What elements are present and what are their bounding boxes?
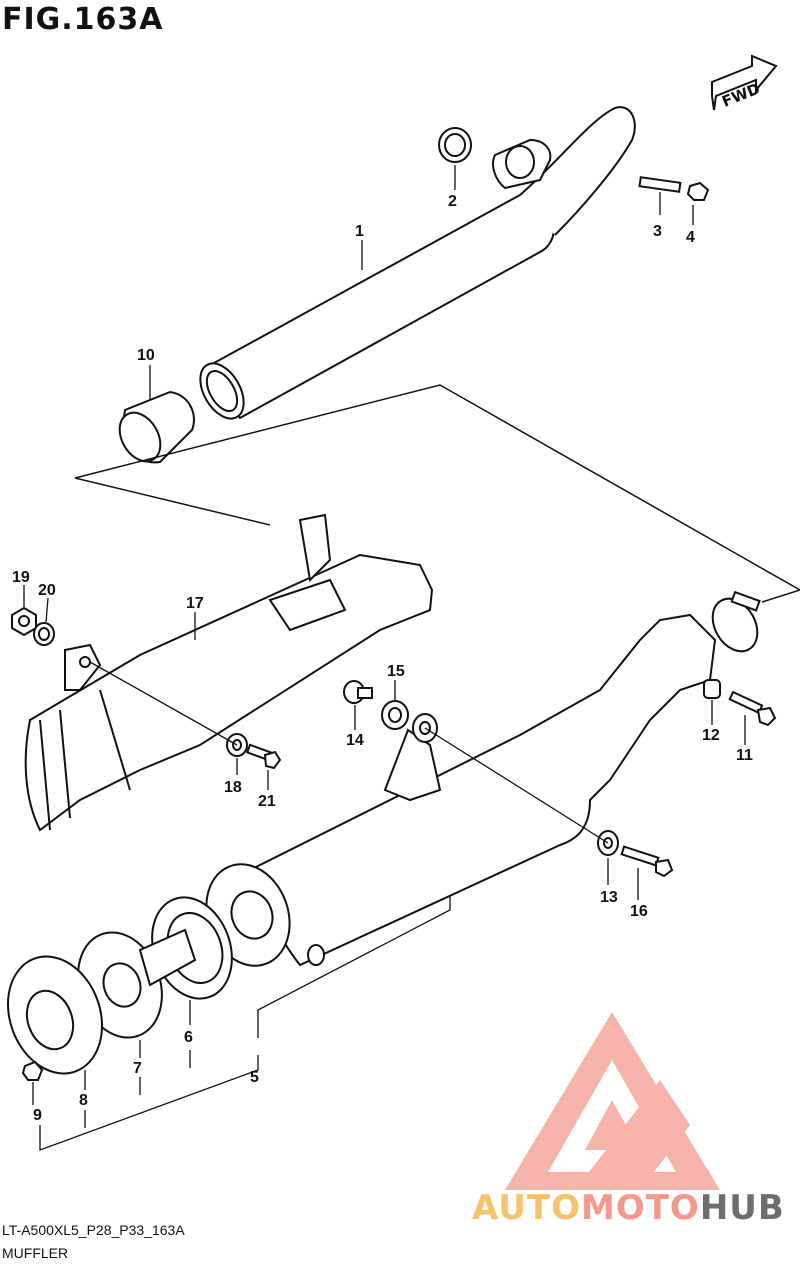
fwd-arrow-icon: FWD <box>711 54 778 111</box>
callout-6: 6 <box>184 1029 193 1046</box>
callout-12: 12 <box>702 727 720 744</box>
tail-pipe-cap-8 <box>6 955 104 1075</box>
collar-12 <box>703 679 721 699</box>
callout-15: 15 <box>387 663 405 680</box>
nut-19 <box>11 606 37 637</box>
model-code: LT-A500XL5_P28_P33_163A <box>2 1222 185 1238</box>
watermark-wordmark: AUTOMOTOHUB <box>472 1188 785 1228</box>
callout-19: 19 <box>12 569 30 586</box>
callout-2: 2 <box>448 193 457 210</box>
sleeve-joint <box>118 390 195 464</box>
wordmark-auto: AUTO <box>472 1188 581 1228</box>
callout-21: 21 <box>258 793 276 810</box>
gasket <box>438 127 472 163</box>
watermark-logo <box>505 1012 720 1190</box>
callout-labels: 1 2 3 4 5 6 7 8 9 10 11 12 13 14 15 16 1… <box>12 193 753 1124</box>
assembly-outline <box>74 384 800 603</box>
callout-9: 9 <box>33 1107 42 1124</box>
callout-8: 8 <box>79 1092 88 1109</box>
callout-18: 18 <box>224 779 242 796</box>
callout-11: 11 <box>736 747 753 764</box>
callout-20: 20 <box>38 582 56 599</box>
figure-title: FIG.163A <box>2 2 164 37</box>
callout-16: 16 <box>630 903 648 920</box>
washer-20 <box>33 622 55 646</box>
callout-7: 7 <box>133 1060 142 1077</box>
assembly-outline-lower <box>74 477 271 526</box>
leader-lines <box>23 165 746 1151</box>
bolt-16 <box>620 845 674 878</box>
callout-14: 14 <box>346 732 364 749</box>
callout-13: 13 <box>600 889 618 906</box>
pipe-clamp <box>711 590 761 653</box>
wordmark-moto: MOTO <box>580 1188 700 1228</box>
screw-9 <box>21 1060 44 1081</box>
callout-5: 5 <box>250 1069 259 1086</box>
bolt-11 <box>728 690 777 727</box>
figure-caption: MUFFLER <box>2 1245 69 1261</box>
bolt-21 <box>245 743 282 770</box>
callout-4: 4 <box>686 229 695 246</box>
grommet-15 <box>381 700 409 730</box>
callout-1: 1 <box>355 223 364 240</box>
bushing-14 <box>343 680 373 704</box>
stud-bolt <box>638 176 710 201</box>
callout-17: 17 <box>186 595 204 612</box>
heat-shield <box>24 513 434 832</box>
callout-3: 3 <box>653 223 662 240</box>
wordmark-hub: HUB <box>699 1188 785 1228</box>
spark-arrester-7 <box>77 928 197 1039</box>
exhaust-pipe <box>199 106 636 420</box>
callout-10: 10 <box>137 347 155 364</box>
